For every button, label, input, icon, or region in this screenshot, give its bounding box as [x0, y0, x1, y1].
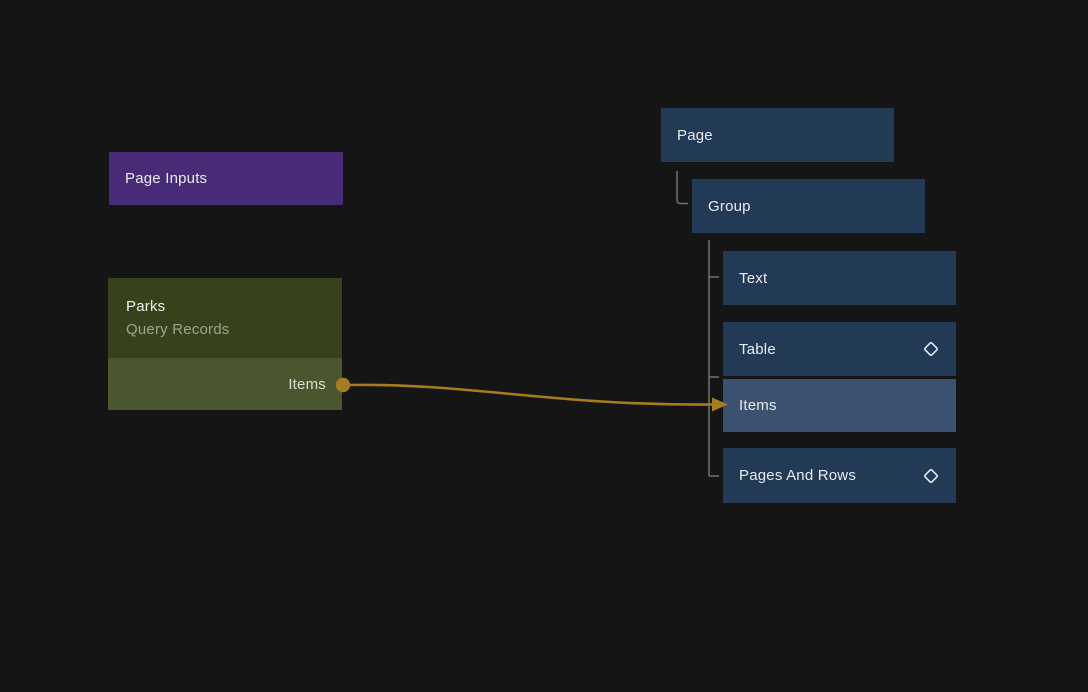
tree-line-page-group — [676, 171, 688, 205]
tree-node-items-selected[interactable]: Items — [723, 379, 956, 432]
wire-path[interactable] — [348, 383, 715, 406]
tree-node-text-label: Text — [739, 269, 768, 287]
tree-node-table[interactable]: Table — [723, 322, 956, 376]
tree-node-pages-and-rows[interactable]: Pages And Rows — [723, 448, 956, 503]
output-port-label: Items — [288, 375, 326, 393]
query-node-title: Parks — [126, 298, 166, 315]
query-node-subtitle: Query Records — [126, 321, 230, 338]
tree-node-table-label: Table — [739, 340, 776, 358]
diamond-icon — [922, 340, 940, 358]
diamond-icon — [922, 467, 940, 485]
tree-node-items-label: Items — [739, 397, 777, 414]
tree-node-pages-and-rows-label: Pages And Rows — [739, 467, 857, 484]
query-node-ports-row: Items — [108, 358, 342, 410]
tree-node-text[interactable]: Text — [723, 251, 956, 305]
query-node-parks[interactable]: Parks Query Records Items — [108, 278, 342, 410]
tree-node-group-label: Group — [708, 197, 751, 215]
tree-node-page-label: Page — [677, 126, 713, 144]
tree-node-page[interactable]: Page — [661, 108, 894, 162]
page-inputs-label: Page Inputs — [125, 170, 208, 187]
page-inputs-node[interactable]: Page Inputs — [109, 152, 343, 205]
data-binding-wire[interactable] — [335, 377, 728, 412]
query-node-header: Parks Query Records — [108, 278, 342, 358]
tree-node-group[interactable]: Group — [692, 179, 925, 233]
